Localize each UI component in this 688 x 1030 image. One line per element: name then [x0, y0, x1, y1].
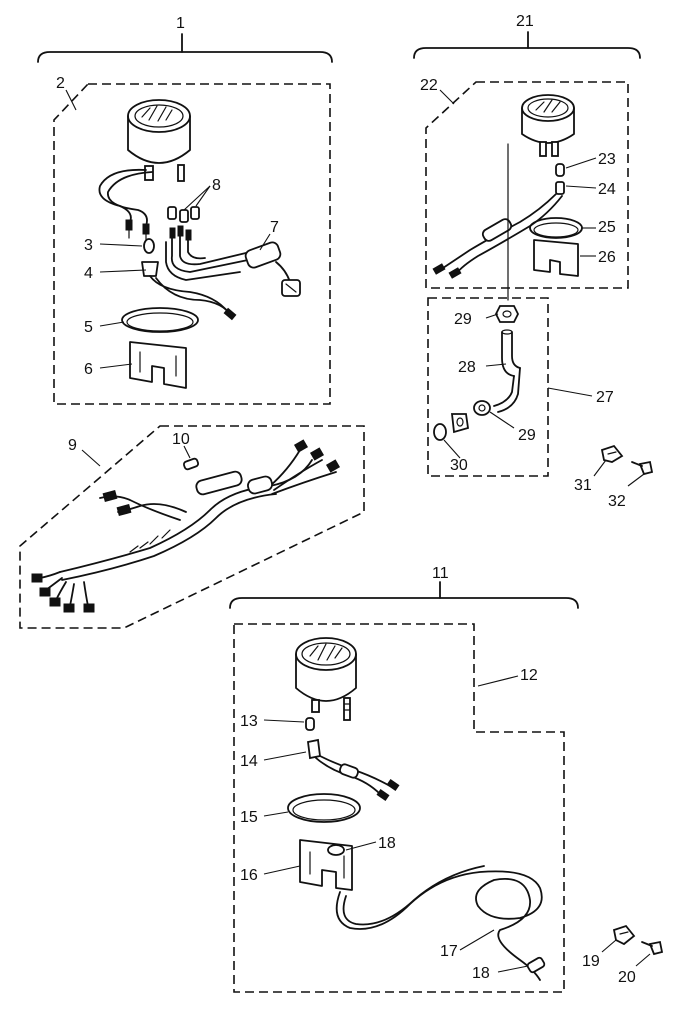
cable-17: [335, 865, 546, 981]
harness-7: [165, 225, 301, 297]
wiring-24: [432, 181, 565, 279]
label-1: 1: [176, 15, 185, 32]
label-19: 19: [582, 953, 600, 970]
terminal-caps: [167, 206, 200, 223]
label-16: 16: [240, 867, 258, 884]
clip-31: [600, 444, 624, 463]
label-4: 4: [84, 265, 93, 282]
label-8: 8: [212, 177, 221, 194]
label-2: 2: [56, 75, 65, 92]
grommet-3: [143, 238, 155, 254]
label-6: 6: [84, 361, 93, 378]
label-28: 28: [458, 359, 476, 376]
label-29b: 29: [518, 427, 536, 444]
label-17: 17: [440, 943, 458, 960]
label-10: 10: [172, 431, 190, 448]
bracket-16: [299, 839, 353, 891]
label-9: 9: [68, 437, 77, 454]
ring-25: [529, 217, 583, 239]
label-22: 22: [420, 77, 438, 94]
label-18a: 18: [378, 835, 396, 852]
wiring-14: [307, 738, 400, 802]
label-12: 12: [520, 667, 538, 684]
grommet-13: [305, 717, 315, 731]
label-3: 3: [84, 237, 93, 254]
label-18b: 18: [472, 965, 490, 982]
label-14: 14: [240, 753, 258, 770]
group-22-box: [425, 81, 629, 289]
label-5: 5: [84, 319, 93, 336]
ring-15: [287, 793, 361, 823]
fuse-10: [182, 457, 200, 471]
group-2-box: [53, 83, 331, 405]
screw-32: [631, 460, 654, 476]
group-27-box: [427, 297, 549, 477]
tachometer-wiring: [98, 168, 153, 241]
tachometer-gauge: [127, 99, 191, 182]
label-26: 26: [598, 249, 616, 266]
gauge-22: [521, 94, 575, 157]
label-27: 27: [596, 389, 614, 406]
group-9-box: [19, 425, 365, 629]
screw-20: [641, 940, 664, 956]
label-13: 13: [240, 713, 258, 730]
grommet-23: [555, 163, 565, 177]
group-21-bracket: [413, 31, 641, 59]
leader-lines: [65, 89, 651, 973]
label-24: 24: [598, 181, 616, 198]
group-1-bracket: [37, 33, 333, 63]
callout-labels: 1 2 3 4 5 6 7 8 9 10 11 12 13 14 15 16 1…: [56, 13, 636, 986]
label-23: 23: [598, 151, 616, 168]
gauge-12: [295, 637, 357, 721]
group-12-box: [233, 623, 565, 993]
label-20: 20: [618, 969, 636, 986]
label-29a: 29: [454, 311, 472, 328]
lamp-socket-4: [141, 261, 237, 321]
label-15: 15: [240, 809, 258, 826]
fitting-29-top: [494, 305, 520, 323]
label-32: 32: [608, 493, 626, 510]
label-25: 25: [598, 219, 616, 236]
ring-5: [121, 307, 199, 333]
connector-30: [433, 413, 470, 441]
main-harness-9: [31, 439, 341, 613]
group-11-bracket: [229, 581, 579, 609]
bracket-26: [533, 239, 579, 277]
fitting-29-bottom: [473, 400, 491, 416]
label-21: 21: [516, 13, 534, 30]
label-31: 31: [574, 477, 592, 494]
label-7: 7: [270, 219, 279, 236]
clip-19: [612, 924, 636, 946]
hose-28: [493, 329, 521, 413]
bracket-6: [129, 341, 187, 389]
label-11: 11: [432, 565, 449, 582]
label-30: 30: [450, 457, 468, 474]
